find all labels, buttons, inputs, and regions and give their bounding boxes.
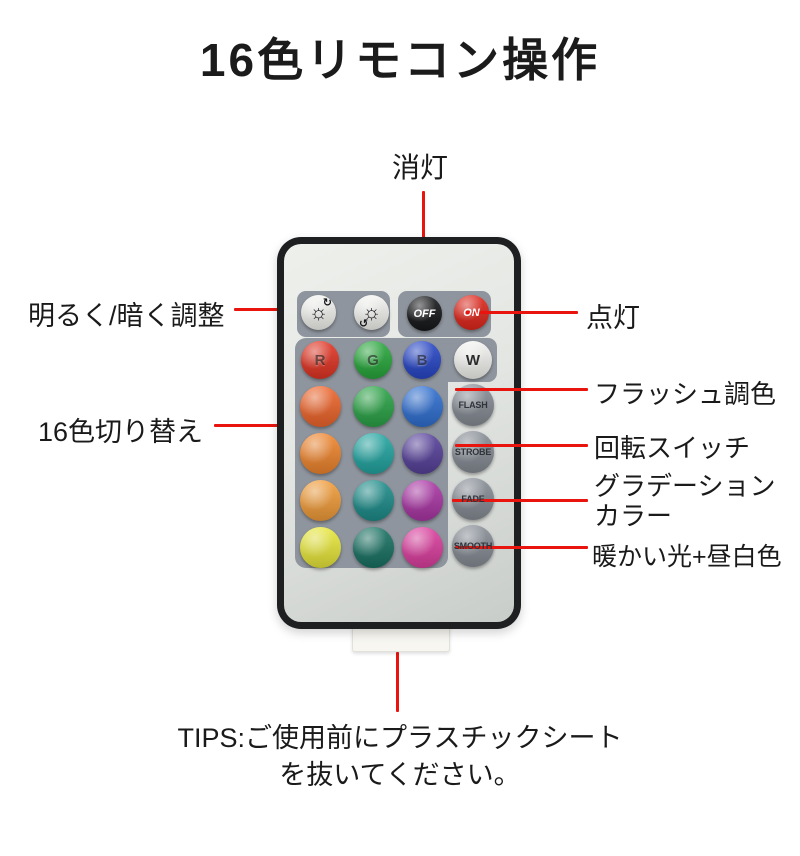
smooth-pointer-line — [455, 546, 588, 549]
brightness-up-button: ☼ ↻ — [301, 295, 336, 330]
white-button: W — [454, 341, 492, 379]
smooth-button-label: SMOOTH — [453, 541, 493, 551]
sun-brightness-up-icon: ☼ — [308, 301, 329, 324]
color-button-r3c1 — [300, 480, 341, 521]
green-button: G — [354, 341, 392, 379]
page-title: 16色リモコン操作 — [199, 34, 601, 86]
tab-pointer-line — [396, 652, 399, 712]
red-button: R — [301, 341, 339, 379]
remote-control: ☼ ↻ ☼ ↺ OFF ON R G B W FLASH STROBE FADE — [277, 237, 521, 629]
strobe-button-label: STROBE — [454, 447, 492, 457]
red-button-label: R — [314, 351, 326, 369]
smooth-annotation-label: 暖かい光+昼白色 — [592, 543, 782, 571]
brightness-pointer-line — [234, 308, 319, 311]
color-button-r4c3 — [402, 527, 443, 568]
color-switch-annotation-label: 16色切り替え — [38, 417, 204, 447]
blue-button: B — [403, 341, 441, 379]
color-button-r4c1 — [300, 527, 341, 568]
color-button-r2c3 — [402, 433, 443, 474]
blue-button-label: B — [416, 351, 428, 369]
color-button-r2c1 — [300, 433, 341, 474]
off-button: OFF — [407, 296, 442, 331]
color-button-r2c2 — [353, 433, 394, 474]
color-button-r4c2 — [353, 527, 394, 568]
white-button-label: W — [465, 351, 481, 369]
strobe-pointer-line — [455, 444, 588, 447]
on-button-label: ON — [463, 306, 480, 319]
color-button-r3c2 — [353, 480, 394, 521]
smooth-button: SMOOTH — [452, 525, 494, 567]
off-button-label: OFF — [413, 307, 436, 320]
fade-annotation-label: グラデーション カラー — [594, 471, 784, 531]
color-button-r1c1 — [300, 386, 341, 427]
color-button-r3c3 — [402, 480, 443, 521]
flash-button-label: FLASH — [458, 400, 488, 410]
brightness-down-button: ☼ ↺ — [354, 295, 389, 330]
color-button-r1c2 — [353, 386, 394, 427]
tips-line2: を抜いてください。 — [279, 760, 521, 790]
strobe-button: STROBE — [452, 431, 494, 473]
on-pointer-line — [464, 311, 578, 314]
arrow-up-icon: ↻ — [322, 297, 332, 309]
on-annotation-label: 点灯 — [586, 303, 640, 333]
fade-annotation-line2: カラー — [594, 501, 673, 531]
sun-brightness-down-icon: ☼ — [361, 301, 382, 324]
tips-line1: TIPS:ご使用前にプラスチックシート — [177, 723, 623, 753]
fade-annotation-line1: グラデーション — [594, 471, 776, 501]
brightness-annotation-label: 明るく/暗く調整 — [28, 301, 225, 331]
fade-pointer-line — [452, 499, 588, 502]
off-annotation-label: 消灯 — [392, 152, 449, 183]
strobe-annotation-label: 回転スイッチ — [594, 433, 751, 463]
color-button-r1c3 — [402, 386, 443, 427]
green-button-label: G — [367, 351, 379, 369]
arrow-down-icon: ↺ — [359, 318, 369, 330]
flash-pointer-line — [455, 388, 588, 391]
flash-button: FLASH — [452, 384, 494, 426]
flash-annotation-label: フラッシュ調色 — [594, 379, 777, 409]
fade-button-label: FADE — [461, 494, 485, 504]
tips-note: TIPS:ご使用前にプラスチックシート を抜いてください。 — [0, 720, 800, 794]
